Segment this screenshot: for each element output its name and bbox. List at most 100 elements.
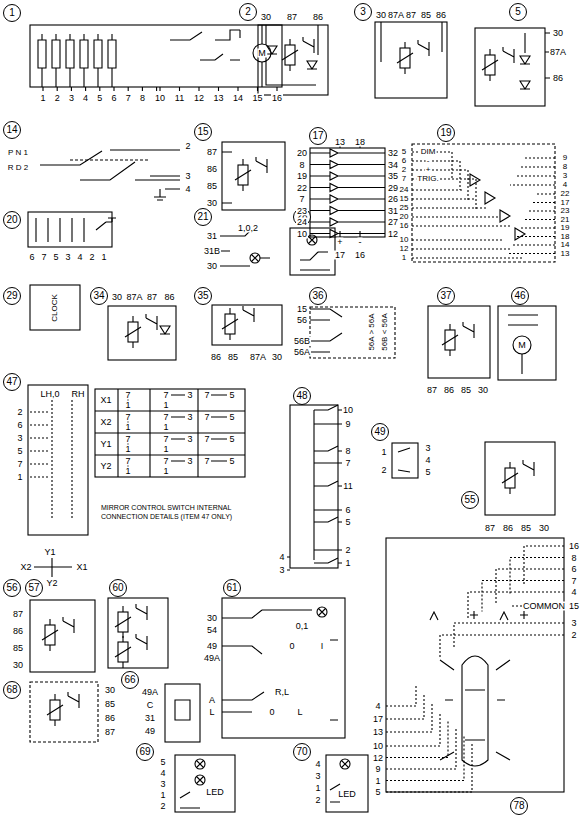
wire-stroke — [470, 174, 525, 240]
pin-label: 18 — [560, 233, 571, 241]
pin-label: R D 2 — [7, 164, 29, 172]
pin-label: 87A — [549, 48, 567, 57]
pin-label: 11 — [174, 94, 185, 103]
pin-label: 2 — [16, 408, 23, 417]
pin-label: 1 — [162, 445, 169, 454]
pin-label: 86 — [12, 627, 24, 636]
pin-label: 4 — [562, 181, 568, 189]
callout-circle: 48 — [293, 387, 311, 405]
pin-label: 2 — [344, 546, 351, 555]
pin-label: 86 — [206, 165, 218, 174]
pin-label: 8 — [298, 160, 305, 169]
pin-label: 30 — [104, 686, 116, 695]
pin-label: 7 — [162, 457, 169, 466]
pin-label: 2 — [54, 94, 61, 103]
component-box — [28, 212, 112, 247]
pin-label: X2 — [99, 418, 112, 427]
component-box — [375, 22, 447, 98]
component-box — [498, 306, 556, 380]
pin-label: 0 — [268, 708, 275, 717]
wire-stroke — [482, 47, 514, 81]
wire-stroke — [300, 252, 330, 270]
pin-label: 2 — [570, 631, 577, 640]
pin-label: L — [296, 708, 303, 717]
callout-circle: 70 — [293, 743, 311, 761]
pin-label: 1 — [124, 423, 131, 432]
pin-label: 9 — [374, 765, 381, 774]
component-box — [326, 755, 368, 812]
pin-label: 7 — [298, 195, 305, 204]
component-box — [475, 28, 545, 106]
callout-circle: 29 — [3, 287, 21, 305]
pin-label: 3 — [68, 94, 75, 103]
pin-label: 31 — [387, 206, 399, 215]
pin-label: 20 — [296, 149, 308, 158]
wire-stroke — [310, 309, 342, 352]
callout-circle: 35 — [194, 287, 212, 305]
callout-circle: 56 — [3, 579, 21, 597]
wire-stroke — [513, 336, 531, 354]
wire-stroke — [508, 315, 538, 374]
callout-number: 5 — [515, 7, 521, 17]
callout-circle: 34 — [90, 287, 108, 305]
callout-number: 70 — [296, 747, 307, 757]
wire-stroke — [220, 224, 270, 266]
pin-label: 9 — [344, 420, 351, 429]
pin-label: 7 — [16, 460, 23, 469]
pin-label: 7 — [162, 435, 169, 444]
pin-label: 10 — [154, 94, 166, 103]
pin-label: 86 — [312, 13, 324, 22]
pin-label: 85 — [520, 524, 532, 533]
pin-label: LED — [337, 790, 357, 799]
pin-label: Y2 — [99, 462, 112, 471]
pin-label: 7 — [124, 391, 131, 400]
component-box — [392, 443, 418, 478]
pin-label: + — [336, 238, 343, 247]
wire-stroke — [317, 607, 327, 617]
callout-number: 78 — [513, 801, 524, 811]
pin-label: 30 — [206, 614, 218, 623]
pin-label: 30 — [206, 262, 218, 271]
pin-label: L — [208, 708, 215, 717]
pin-label: 29 — [387, 183, 399, 192]
pin-label: 7 — [344, 459, 351, 468]
pin-label: 25 — [399, 204, 410, 212]
pin-label: 7 — [401, 175, 407, 183]
pin-label: 54 — [206, 626, 218, 635]
callout-circle: 14 — [3, 121, 21, 139]
component-box — [30, 25, 282, 87]
pin-label: 56A — [293, 348, 311, 357]
pin-label: 11 — [342, 482, 353, 491]
pin-label: 49 — [144, 727, 156, 736]
wire-stroke — [502, 460, 534, 494]
pin-label: 4 — [570, 588, 577, 597]
pin-label: 1 — [344, 559, 351, 568]
pin-label: Y1 — [99, 440, 112, 449]
pin-label: 3 — [64, 253, 71, 262]
pin-label: 24 — [296, 218, 308, 227]
component-box — [175, 755, 235, 812]
pin-label: R,L — [274, 688, 290, 697]
pin-label: 5 — [52, 253, 59, 262]
pin-label: 86 — [552, 74, 564, 83]
wire-stroke — [525, 33, 550, 78]
pin-label: - — [426, 157, 431, 165]
component-box — [165, 684, 200, 742]
pin-label: 7 — [40, 253, 47, 262]
pin-label: 30 — [538, 524, 550, 533]
wire-stroke — [36, 218, 116, 242]
pin-label: 30 — [12, 661, 24, 670]
pin-label: 4 — [159, 769, 166, 778]
wire-stroke — [340, 146, 360, 237]
callout-circle: 61 — [223, 579, 241, 597]
pin-label: 0 — [288, 642, 295, 651]
callout-number: 3 — [360, 7, 366, 17]
pin-label: RH — [71, 390, 86, 399]
callout-circle: 69 — [136, 743, 154, 761]
wire-stroke — [250, 253, 260, 263]
pin-label: 6 — [570, 565, 577, 574]
pin-label: 15 — [399, 195, 410, 203]
callout-number: 17 — [312, 131, 323, 141]
pin-label: 12 — [387, 229, 399, 238]
pin-label: 5 — [228, 391, 235, 400]
